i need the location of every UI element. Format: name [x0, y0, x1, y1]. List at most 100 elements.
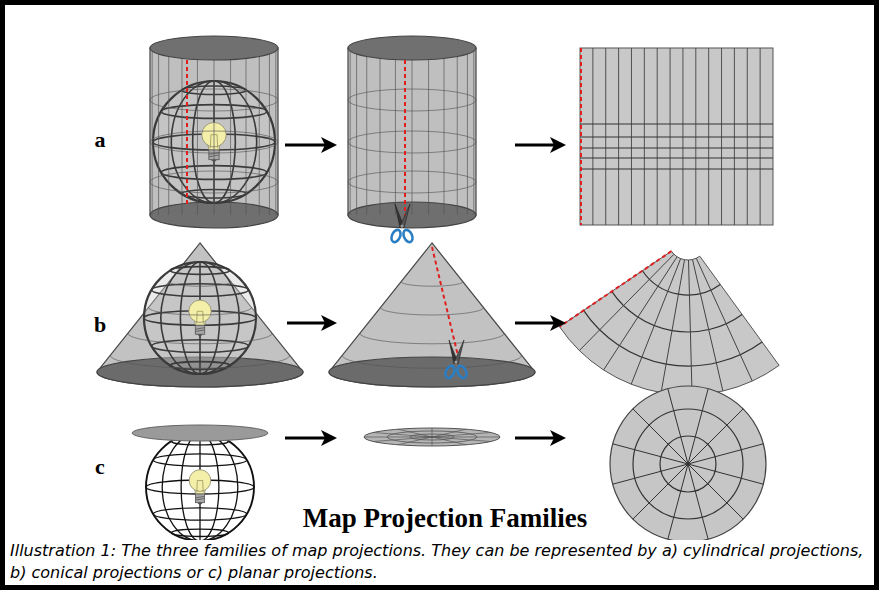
cylinder-top — [150, 36, 278, 60]
arrow-head — [550, 137, 566, 153]
light-bulb — [189, 470, 211, 505]
cut-line — [559, 251, 671, 326]
cone-parallel — [401, 282, 463, 287]
map-parallel — [580, 157, 773, 158]
bulb-base — [195, 325, 204, 334]
cylinder-body — [150, 48, 278, 215]
globe-parallel — [152, 340, 249, 353]
cylinder-meridian — [444, 48, 445, 215]
cone-base — [329, 357, 535, 387]
planar-map — [610, 386, 766, 542]
map-meridian — [688, 464, 763, 484]
cylinder-parallel — [348, 131, 476, 153]
cylinder-meridian — [356, 48, 357, 215]
unrolled-cylinder — [580, 48, 773, 225]
caption-box: Illustration 1: The three families of ma… — [10, 540, 868, 584]
map-meridian — [668, 464, 688, 539]
scissors-icon — [444, 340, 469, 380]
globe-meridian — [161, 262, 239, 374]
projection-plane — [132, 425, 268, 441]
map-meridian — [613, 464, 688, 484]
map-meridian — [668, 389, 688, 464]
scissors-icon — [390, 204, 415, 244]
arrow-head — [321, 137, 337, 153]
globe-outline — [144, 262, 256, 374]
process-arrow — [287, 315, 337, 331]
map-meridian — [633, 464, 688, 519]
process-arrow — [515, 430, 566, 446]
plane-meridian — [364, 437, 432, 438]
cone-grid — [110, 282, 289, 369]
map-meridian — [579, 254, 674, 350]
cone-parallel — [381, 308, 484, 316]
cylinder-parallel — [150, 171, 278, 193]
bulb-base — [195, 494, 204, 503]
cylinder-meridian — [467, 48, 468, 215]
map-meridian — [688, 464, 743, 519]
bulb-filament — [197, 481, 203, 493]
map-parallel — [580, 123, 773, 124]
diagram-title: Map Projection Families — [303, 502, 587, 534]
cone-parallel — [360, 333, 504, 343]
plane-meridian — [373, 437, 432, 442]
figure-caption: Illustration 1: The three families of ma… — [10, 540, 868, 584]
bulb-thread — [195, 496, 204, 498]
globe-meridian — [162, 433, 238, 541]
cylinder-parallel — [150, 131, 278, 153]
cylinder-meridian — [412, 48, 413, 215]
cylinder-meridian — [152, 48, 153, 215]
light-bulb — [189, 300, 211, 336]
cylinder-parallel — [150, 89, 278, 111]
map-parallel — [580, 147, 773, 148]
row-label-box: b — [94, 312, 106, 338]
cylinder-meridian — [473, 48, 474, 215]
map-sheet — [580, 48, 773, 225]
cylinder-meridian — [350, 48, 351, 215]
frame-border — [3, 3, 877, 588]
row-label: b — [94, 312, 106, 338]
scissors-blade — [401, 204, 410, 228]
cylinder-meridian — [246, 48, 247, 215]
bulb-tip — [197, 503, 202, 505]
cylinder-meridian — [275, 48, 276, 215]
globe-parallel — [153, 454, 247, 466]
cylinder-top — [348, 36, 476, 60]
cylinder-body — [348, 48, 476, 215]
flat-plane — [364, 428, 500, 446]
cut-line — [432, 247, 458, 356]
cut-line — [186, 60, 188, 205]
cone-body — [97, 243, 303, 387]
bulb-filament — [197, 311, 204, 323]
bulb-thread — [195, 498, 204, 500]
scissors-pivot — [400, 224, 403, 227]
map-meridian — [631, 259, 680, 385]
arrow-head — [550, 315, 566, 331]
row-label: a — [95, 127, 106, 153]
cone-grid — [342, 282, 521, 369]
globe-meridian — [180, 262, 219, 374]
row-label: c — [95, 454, 105, 480]
arrow-shaft — [515, 437, 554, 440]
cylinder-parallel — [348, 89, 476, 111]
globe — [144, 262, 256, 374]
cylinder-meridian — [158, 48, 159, 215]
scissors-handle — [390, 228, 403, 243]
arrow-shaft — [285, 144, 325, 147]
cone-parallel — [110, 355, 289, 368]
map-meridian — [692, 259, 722, 391]
scissors-handle — [456, 364, 469, 379]
process-arrow — [515, 315, 566, 331]
map-parallel — [580, 136, 773, 137]
globe-outline — [146, 433, 254, 541]
globe-parallel — [170, 267, 229, 275]
plane-meridian — [398, 429, 432, 437]
map-meridian — [689, 260, 693, 395]
process-arrow — [515, 137, 566, 153]
globe-parallel — [152, 284, 249, 297]
cylinder-parallel — [348, 171, 476, 193]
arrow-head — [321, 430, 337, 446]
unrolled-cone — [559, 251, 779, 395]
scissors-handle — [402, 228, 415, 243]
